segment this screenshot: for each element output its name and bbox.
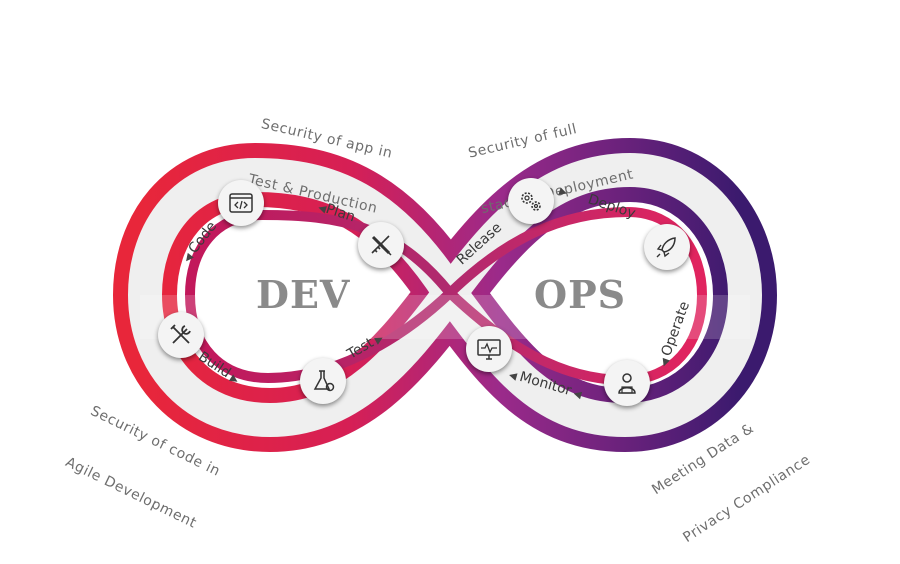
monitor-node	[466, 326, 512, 372]
annotation-line: Security of app in	[259, 116, 395, 162]
test-node	[300, 358, 346, 404]
overlay-band	[140, 295, 750, 339]
gears-icon	[521, 192, 541, 211]
ops-label: OPS	[534, 272, 627, 317]
rocket-icon	[656, 237, 676, 258]
monitor-pulse-icon	[477, 339, 501, 360]
ruler-pencil-icon	[371, 235, 392, 256]
build-node	[158, 312, 204, 358]
dev-label: DEV	[256, 272, 351, 317]
flask-gear-icon	[313, 370, 335, 392]
annotation-line: Security of full	[466, 121, 579, 162]
release-node	[508, 178, 554, 224]
annotation-line: Test & Production	[246, 171, 380, 217]
plan-node	[358, 222, 404, 268]
operator-person-icon	[618, 373, 636, 394]
operate-node	[604, 360, 650, 406]
wrench-screwdriver-icon	[170, 324, 191, 344]
code-window-icon	[229, 193, 253, 213]
deploy-node	[644, 224, 690, 270]
annotation-line: Security of code in	[87, 403, 223, 480]
code-node	[218, 180, 264, 226]
